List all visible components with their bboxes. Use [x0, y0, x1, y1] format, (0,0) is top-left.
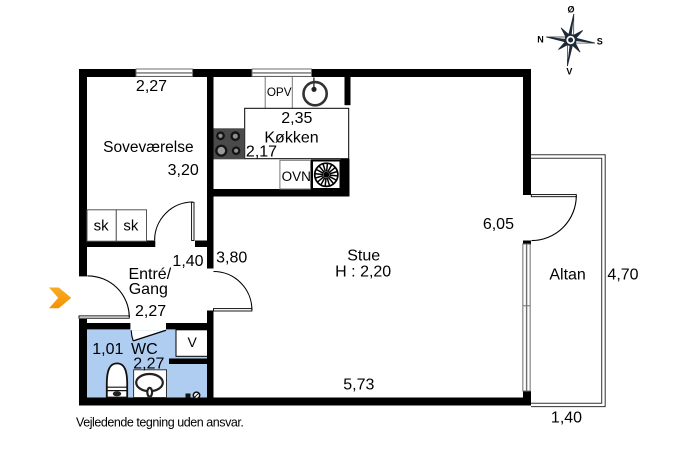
- svg-text:4,70: 4,70: [607, 267, 638, 284]
- svg-text:H : 2,20: H : 2,20: [335, 263, 391, 280]
- svg-text:N: N: [537, 35, 544, 45]
- svg-text:Altan: Altan: [549, 267, 585, 284]
- svg-text:OVN: OVN: [282, 169, 311, 184]
- svg-text:OPV: OPV: [267, 86, 292, 99]
- svg-text:6,05: 6,05: [483, 216, 514, 233]
- svg-text:Gang: Gang: [129, 281, 168, 298]
- svg-text:1,40: 1,40: [172, 253, 203, 270]
- svg-text:WC: WC: [131, 341, 158, 358]
- svg-text:2,27: 2,27: [136, 78, 167, 95]
- svg-text:3,20: 3,20: [168, 162, 199, 179]
- svg-text:Ø: Ø: [567, 5, 574, 15]
- svg-text:Stue: Stue: [347, 248, 380, 265]
- svg-text:1,40: 1,40: [551, 410, 582, 427]
- svg-text:2,27: 2,27: [133, 356, 164, 373]
- svg-text:3,80: 3,80: [216, 249, 247, 266]
- svg-text:Soveværelse: Soveværelse: [103, 139, 193, 156]
- svg-text:V: V: [566, 67, 572, 77]
- svg-text:2,17: 2,17: [246, 143, 277, 160]
- svg-text:S: S: [597, 37, 603, 47]
- svg-text:sk: sk: [123, 217, 139, 234]
- svg-text:Køkken: Køkken: [264, 129, 318, 146]
- svg-text:1,01: 1,01: [92, 341, 123, 358]
- svg-text:sk: sk: [94, 217, 110, 234]
- svg-text:2,27: 2,27: [135, 303, 166, 320]
- svg-text:V: V: [188, 334, 198, 350]
- svg-text:Vejledende tegning uden ansvar: Vejledende tegning uden ansvar.: [76, 415, 243, 429]
- svg-text:2,35: 2,35: [281, 110, 312, 127]
- svg-text:5,73: 5,73: [343, 377, 374, 394]
- svg-text:Entré/: Entré/: [128, 266, 171, 283]
